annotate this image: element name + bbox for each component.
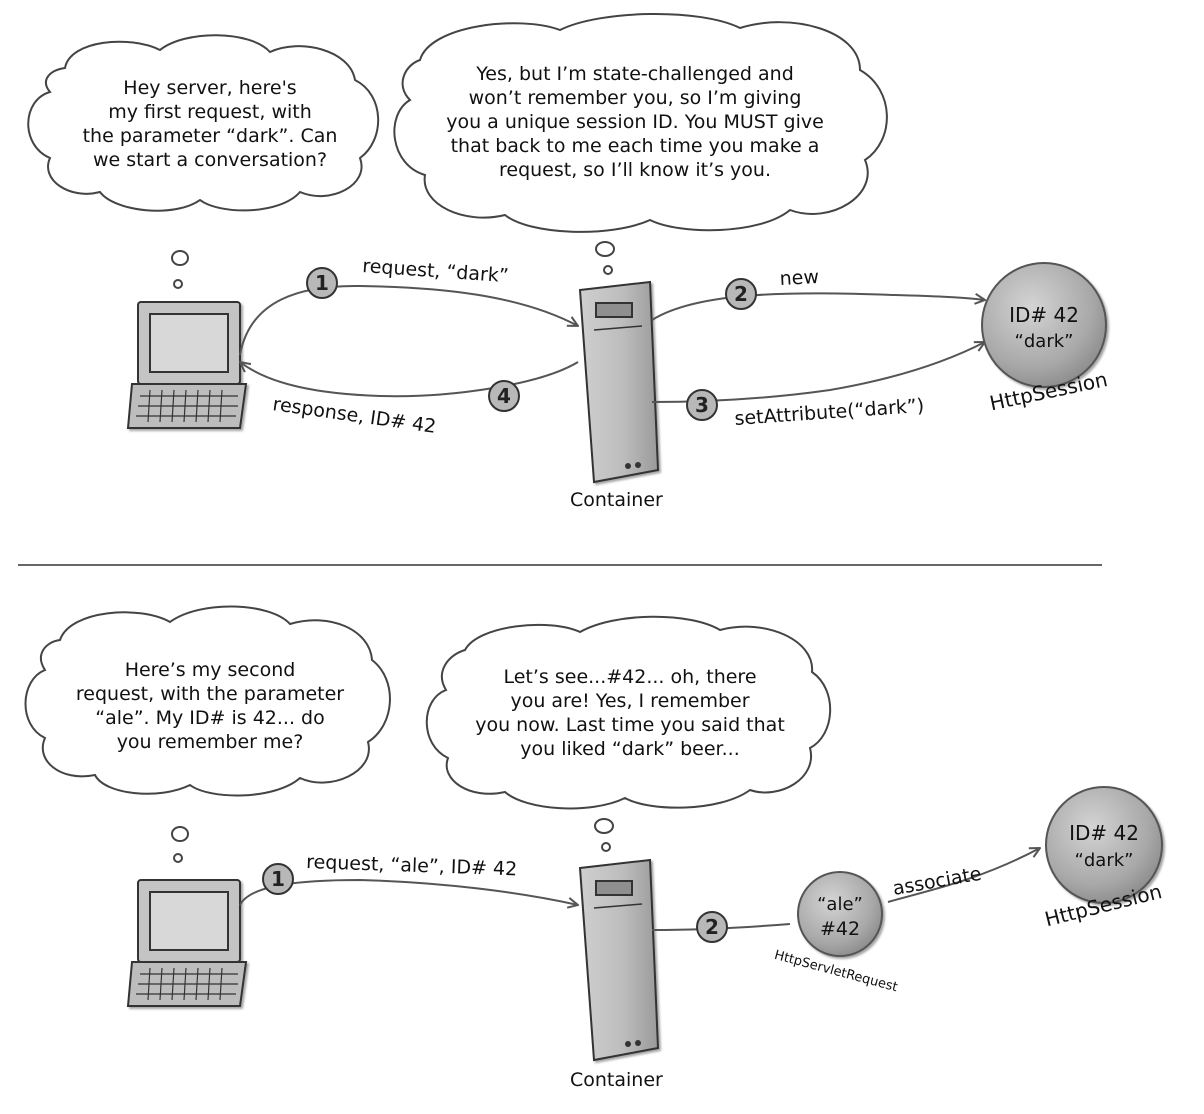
thought-dot-2a <box>595 241 615 257</box>
step3-number-1: 3 <box>695 393 709 417</box>
bubble-line: that back to me each time you make a <box>450 135 820 157</box>
server-bubble-text-1: Yes, but I’m state-challenged and won’t … <box>420 62 850 182</box>
bubble-line: you liked “dark” beer... <box>520 738 740 760</box>
step4-circle-1 <box>488 380 520 412</box>
step2-label-1: new <box>779 266 819 290</box>
server-bubble-text-2: Let’s see...#42... oh, there you are! Ye… <box>450 665 810 761</box>
bubble-line: Hey server, here's <box>123 77 297 99</box>
bubble-line: Yes, but I’m state-challenged and <box>476 63 794 85</box>
associate-arrow-2 <box>887 848 1040 903</box>
container-label-1: Container <box>570 489 663 511</box>
request-id: #42 <box>820 918 860 940</box>
step3-circle-1 <box>686 389 718 421</box>
step1-number-2: 1 <box>271 867 285 891</box>
thought-dot-1b <box>173 279 183 289</box>
step4-number-1: 4 <box>497 384 511 408</box>
step2-circle-1 <box>725 278 757 310</box>
bubble-line: won’t remember you, so I’m giving <box>468 87 802 109</box>
client-bubble-text-2: Here’s my second request, with the param… <box>45 658 375 754</box>
step2-number-1: 2 <box>734 282 748 306</box>
bubble-line: you are! Yes, I remember <box>510 690 750 712</box>
step4-label-1: response, ID# 42 <box>271 393 437 438</box>
step2-arrow-1 <box>651 292 985 321</box>
step2-number-2: 2 <box>705 915 719 939</box>
step1-circle-2 <box>262 863 294 895</box>
client-computer-2 <box>126 879 248 1007</box>
bubble-line: you now. Last time you said that <box>475 714 785 736</box>
bubble-line: “ale”. My ID# is 42... do <box>95 707 325 729</box>
step1-circle-1 <box>306 267 338 299</box>
session-id-1: ID# 42 <box>1009 303 1079 327</box>
step1-label-1: request, “dark” <box>362 255 510 287</box>
session-id-2: ID# 42 <box>1069 821 1139 845</box>
http-session-1 <box>981 262 1107 388</box>
session-value-2: “dark” <box>1075 850 1134 871</box>
container-label-2: Container <box>570 1069 663 1091</box>
step3-label-1: setAttribute(“dark”) <box>734 395 925 430</box>
thought-dot-2b <box>603 265 613 275</box>
client-computer-1 <box>126 301 248 429</box>
thought-dot-4a <box>594 818 614 834</box>
bubble-line: request, so I’ll know it’s you. <box>498 159 771 181</box>
bubble-line: the parameter “dark”. Can <box>82 125 338 147</box>
step1-label-2: request, “ale”, ID# 42 <box>306 851 518 880</box>
bubble-line: you remember me? <box>116 731 304 753</box>
thought-dot-4b <box>601 842 611 852</box>
request-value: “ale” <box>817 894 863 915</box>
client-thought-bubble-1 <box>27 34 380 212</box>
http-session-2 <box>1045 786 1163 904</box>
bubble-line: my first request, with <box>108 101 312 123</box>
session-value-1: “dark” <box>1015 331 1074 352</box>
thought-dot-3b <box>173 853 183 863</box>
associate-label-2: associate <box>891 863 983 900</box>
thought-dot-3a <box>171 826 189 842</box>
client-thought-bubble-2 <box>24 605 391 797</box>
step4-arrow-1 <box>240 362 579 398</box>
step2-circle-2 <box>696 911 728 943</box>
container-server-1 <box>578 280 660 484</box>
bubble-line: request, with the parameter <box>75 683 345 705</box>
bubble-line: Let’s see...#42... oh, there <box>503 666 757 688</box>
thought-dot-1a <box>171 250 189 266</box>
container-server-2 <box>578 858 660 1062</box>
bubble-line: Here’s my second <box>124 659 296 681</box>
step1-number-1: 1 <box>315 271 329 295</box>
http-servlet-request <box>797 871 883 957</box>
server-thought-bubble-1 <box>393 13 888 233</box>
step1-arrow-2 <box>239 878 578 905</box>
bubble-line: you a unique session ID. You MUST give <box>446 111 824 133</box>
server-thought-bubble-2 <box>425 615 832 810</box>
step1-arrow-1 <box>239 284 578 356</box>
bubble-line: we start a conversation? <box>92 149 328 171</box>
client-bubble-text-1: Hey server, here's my first request, wit… <box>50 76 370 172</box>
